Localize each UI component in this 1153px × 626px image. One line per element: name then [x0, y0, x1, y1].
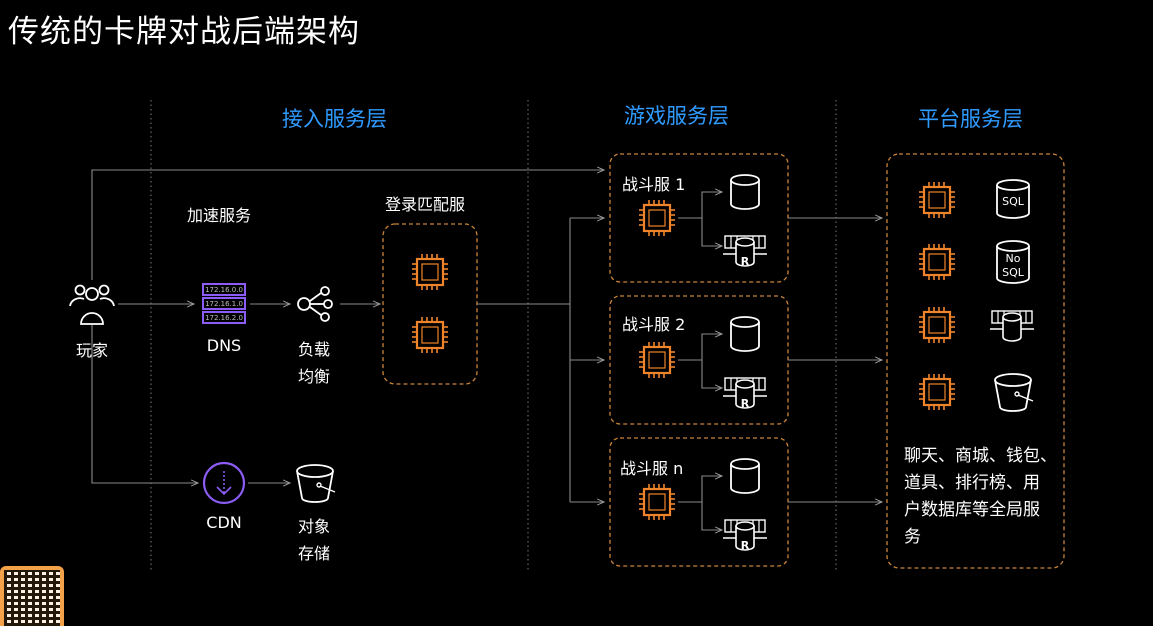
lb-label-line1: 负载	[297, 340, 330, 359]
battle-server-n-label: 战斗服 n	[620, 459, 683, 478]
page-title: 传统的卡牌对战后端架构	[8, 14, 360, 50]
dns-ip-2: 172.16.2.0	[205, 314, 243, 322]
battle-server-2-label: 战斗服 2	[622, 315, 685, 334]
player-icon	[69, 284, 115, 325]
platform-chip-icon	[917, 305, 957, 345]
login-server-box	[382, 223, 478, 385]
platform-chip-icon	[917, 180, 957, 220]
storage-label-line2: 存储	[297, 544, 330, 563]
battle-server-1-label: 战斗服 1	[622, 175, 685, 194]
battlen-db-icon	[730, 458, 760, 494]
battle2-db-icon	[730, 316, 760, 352]
access-layer-header: 接入服务层	[282, 107, 387, 131]
platform-desc-line2: 道具、排行榜、用	[904, 473, 1040, 493]
login-chip-icon	[410, 315, 450, 355]
battle1-chip-icon	[637, 198, 677, 238]
platform-description: 聊天、商城、钱包、 道具、排行榜、用 户数据库等全局服 务	[904, 443, 1064, 551]
platform-desc-line1: 聊天、商城、钱包、	[904, 446, 1057, 466]
storage-label-line1: 对象	[297, 517, 330, 536]
lb-label-line2: 均衡	[297, 367, 330, 386]
load-balancer-icon	[297, 286, 333, 322]
platform-desc-line4: 务	[904, 527, 921, 547]
redis-r-label: R	[741, 397, 750, 410]
dns-label: DNS	[206, 336, 242, 355]
platform-chip-icon	[917, 372, 957, 412]
battlen-chip-icon	[637, 482, 677, 522]
redis-r-label: R	[741, 539, 750, 552]
player-label: 玩家	[75, 341, 108, 360]
battle2-chip-icon	[637, 340, 677, 380]
platform-desc-line3: 户数据库等全局服	[904, 500, 1040, 520]
player-to-battle1-line	[91, 170, 604, 280]
nosql-label-line2: SQL	[1002, 266, 1025, 279]
nosql-db-icon	[996, 240, 1030, 284]
object-storage-icon	[296, 464, 336, 503]
load-balancer-label: 负载 均衡	[290, 336, 338, 390]
game-layer-header: 游戏服务层	[624, 104, 729, 128]
platform-bucket-icon	[994, 373, 1034, 412]
cdn-icon	[202, 461, 246, 505]
qr-code	[0, 566, 64, 626]
login-server-label: 登录匹配服	[385, 195, 466, 214]
cdn-label: CDN	[206, 513, 242, 532]
login-chip-icon	[410, 252, 450, 292]
platform-chip-icon	[917, 242, 957, 282]
redis-r-label: R	[741, 255, 750, 268]
object-storage-label: 对象 存储	[290, 513, 338, 567]
nosql-label-line1: No	[1006, 252, 1021, 265]
platform-box	[886, 153, 1065, 569]
platform-redis-icon	[989, 310, 1035, 342]
battle1-db-icon	[730, 174, 760, 210]
dns-ip-1: 172.16.1.0	[205, 300, 243, 308]
player-to-cdn-line	[91, 325, 198, 483]
accel-service-label: 加速服务	[187, 206, 252, 225]
qr-pattern	[4, 570, 60, 626]
platform-layer-header: 平台服务层	[918, 107, 1023, 131]
sql-label: SQL	[1002, 195, 1025, 208]
dns-icon: 172.16.0.0 172.16.1.0 172.16.2.0	[202, 283, 246, 324]
dns-ip-0: 172.16.0.0	[205, 286, 243, 294]
sql-db-icon	[996, 179, 1030, 219]
